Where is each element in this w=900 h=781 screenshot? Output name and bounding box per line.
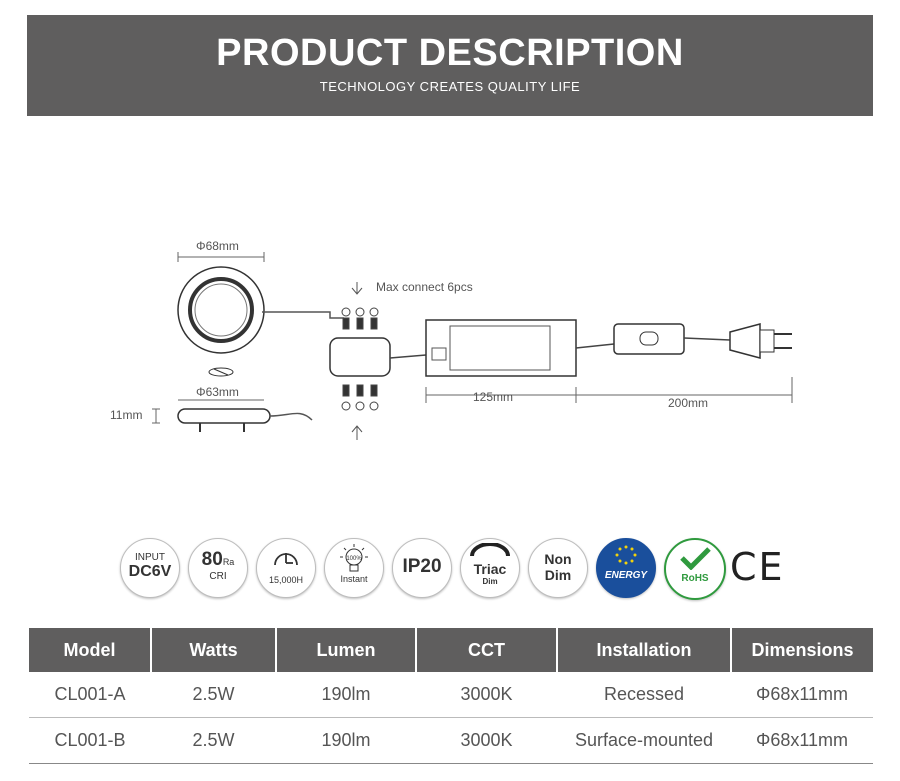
cable-length-label: 200mm: [668, 396, 708, 410]
diameter-cut-label: Φ63mm: [196, 385, 239, 399]
cell-watts: 2.5W: [151, 717, 276, 764]
cri-icon: 80Ra CRI: [188, 538, 248, 598]
col-header-installation: Installation: [556, 628, 731, 672]
max-connect-label: Max connect 6pcs: [376, 280, 473, 294]
cri-label: CRI: [209, 571, 227, 582]
input-value: DC6V: [128, 563, 172, 580]
col-header-dimensions: Dimensions: [730, 628, 873, 672]
cell-installation: Recessed: [557, 672, 731, 718]
clock-icon: 15,000H: [256, 538, 316, 598]
ce-icon: CE: [730, 542, 784, 592]
cell-cct: 3000K: [416, 717, 557, 764]
driver-length-label: 125mm: [473, 390, 513, 404]
ce-label: CE: [730, 545, 785, 589]
instant-label: Instant: [340, 574, 368, 584]
triac-label: Triac: [473, 561, 507, 577]
distribution-hub: Max connect 6pcs: [329, 280, 473, 440]
table-row: CL001-A 2.5W 190lm 3000K Recessed Φ68x11…: [29, 672, 873, 718]
cell-model: CL001-A: [29, 672, 151, 718]
col-header-model: Model: [29, 628, 151, 672]
triac-sub: Dim: [482, 577, 498, 586]
spec-table: Model Watts Lumen CCT Installation Dimen…: [29, 628, 873, 764]
cell-cct: 3000K: [416, 672, 557, 718]
rohs-icon: RoHS: [664, 538, 726, 600]
col-header-lumen: Lumen: [275, 628, 416, 672]
clock-glyph: [274, 553, 298, 566]
page-title: PRODUCT DESCRIPTION: [216, 32, 684, 74]
driver-box: 125mm: [425, 319, 577, 404]
triac-dim-icon: Triac Dim: [460, 538, 520, 598]
nondim-line2: Dim: [544, 567, 572, 583]
energy-label: ENERGY: [604, 570, 648, 581]
cell-lumen: 190lm: [276, 717, 416, 764]
cell-watts: 2.5W: [151, 672, 276, 718]
input-label: INPUT: [135, 552, 165, 563]
cell-lumen: 190lm: [276, 672, 416, 718]
rohs-check: [680, 547, 711, 571]
input-icon: INPUT DC6V: [120, 538, 180, 598]
energy-icon: ENERGY: [596, 538, 656, 598]
ip-label: IP20: [402, 556, 442, 577]
triac-arc: [470, 542, 510, 557]
bulb-icon: 100% Instant: [324, 538, 384, 598]
light-side-view: Φ63mm 11mm: [110, 367, 313, 432]
rohs-label: RoHS: [681, 573, 709, 584]
cell-dimensions: Φ68x11mm: [731, 672, 873, 718]
nondim-line1: Non: [544, 551, 572, 567]
non-dim-icon: Non Dim: [528, 538, 588, 598]
eu-stars: [615, 545, 637, 565]
lifetime-label: 15,000H: [268, 575, 304, 585]
light-top-view: Φ68mm: [177, 239, 344, 354]
page-subtitle: TECHNOLOGY CREATES QUALITY LIFE: [319, 79, 581, 94]
bulb-glyph: 100%: [340, 544, 368, 572]
instant-pct: 100%: [346, 556, 362, 562]
cri-value: 80: [201, 549, 223, 570]
col-header-cct: CCT: [415, 628, 557, 672]
cell-installation: Surface-mounted: [557, 717, 731, 764]
height-label: 11mm: [110, 408, 142, 422]
product-diagram: Φ68mm Φ63mm 11mm Max connect 6pcs: [0, 220, 900, 460]
cri-unit: Ra: [222, 557, 235, 567]
ip20-icon: IP20: [392, 538, 452, 598]
cable-switch-plug: 200mm: [575, 323, 793, 410]
cell-model: CL001-B: [29, 717, 151, 764]
table-row: CL001-B 2.5W 190lm 3000K Surface-mounted…: [29, 717, 873, 764]
diameter-top-label: Φ68mm: [196, 239, 239, 253]
table-header-row: Model Watts Lumen CCT Installation Dimen…: [29, 628, 873, 672]
col-header-watts: Watts: [150, 628, 276, 672]
feature-badges: INPUT DC6V 80Ra CRI 15,000H 100% Instant…: [120, 538, 800, 600]
header-banner: PRODUCT DESCRIPTION TECHNOLOGY CREATES Q…: [27, 15, 873, 116]
cell-dimensions: Φ68x11mm: [731, 717, 873, 764]
